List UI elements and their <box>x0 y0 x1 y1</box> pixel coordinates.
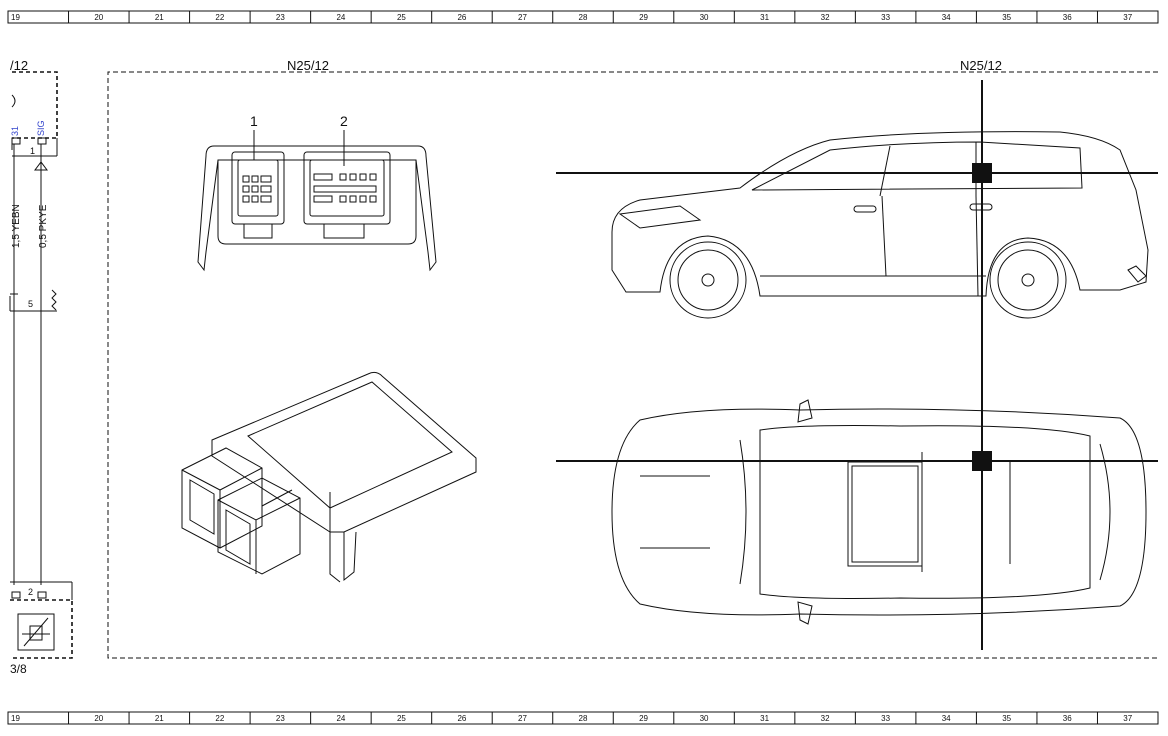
ruler-number: 34 <box>942 13 951 22</box>
ruler-number: 36 <box>1063 13 1072 22</box>
ruler-number: 20 <box>94 714 103 723</box>
ruler-number: 33 <box>881 714 890 723</box>
pin-2-label: 2 <box>28 587 33 597</box>
ruler-number: 29 <box>639 13 648 22</box>
ruler-number: 37 <box>1123 714 1132 723</box>
ruler-number: 27 <box>518 13 527 22</box>
wire-label-pkye: 0,5 PKYE <box>38 204 49 248</box>
ruler-number: 25 <box>397 714 406 723</box>
ruler-number: 27 <box>518 714 527 723</box>
connector-2-label: 2 <box>340 113 348 129</box>
ruler-number: 37 <box>1123 13 1132 22</box>
ruler-number: 21 <box>155 13 164 22</box>
wire-label-yebn: 1,5 YEBN <box>11 204 22 248</box>
ruler-number: 22 <box>215 714 224 723</box>
pin-31-label: 31 <box>10 126 20 136</box>
pin-sig-label: SIG <box>36 120 46 136</box>
pin-5-label: 5 <box>28 299 33 309</box>
ruler-number: 20 <box>94 13 103 22</box>
car-top-view <box>611 399 1147 625</box>
ruler-number: 29 <box>639 714 648 723</box>
ruler-number: 28 <box>579 13 588 22</box>
ruler-number: 35 <box>1002 13 1011 22</box>
ruler-number: 24 <box>336 13 345 22</box>
ruler-number: 36 <box>1063 714 1072 723</box>
ruler-number: 23 <box>276 714 285 723</box>
location-marker-side <box>972 163 992 183</box>
location-marker-top <box>972 451 992 471</box>
ruler-number: 35 <box>1002 714 1011 723</box>
component-frame <box>107 71 1158 659</box>
left-component-label: /12 <box>10 58 28 73</box>
ruler-number: 22 <box>215 13 224 22</box>
ruler-number: 33 <box>881 13 890 22</box>
connector-view-title: N25/12 <box>287 58 329 73</box>
connector-1-label: 1 <box>250 113 258 129</box>
ruler-number: 30 <box>700 714 709 723</box>
ruler-number: 19 <box>11 714 20 723</box>
ruler-number: 34 <box>942 714 951 723</box>
vehicle-view-title: N25/12 <box>960 58 1002 73</box>
control-unit-isometric <box>181 371 477 583</box>
bottom-ref-label: 3/8 <box>10 662 27 676</box>
top-ruler: 19 20 21 22 23 24 25 26 27 28 29 30 31 32 33 34 35 36 37 <box>7 10 1159 24</box>
ruler-number: 26 <box>457 13 466 22</box>
ruler-number: 32 <box>821 714 830 723</box>
ruler-number: 25 <box>397 13 406 22</box>
ruler-number: 24 <box>336 714 345 723</box>
ruler-number: 21 <box>155 714 164 723</box>
ruler-number: 31 <box>760 13 769 22</box>
pin-1-label: 1 <box>30 146 35 156</box>
left-circuit <box>9 71 73 659</box>
ruler-number: 26 <box>457 714 466 723</box>
car-side-view <box>611 131 1149 319</box>
ruler-number: 28 <box>579 714 588 723</box>
ruler-number: 31 <box>760 714 769 723</box>
ruler-number: 23 <box>276 13 285 22</box>
ruler-number: 30 <box>700 13 709 22</box>
ruler-number: 19 <box>11 13 20 22</box>
ruler-number: 32 <box>821 13 830 22</box>
connector-face-view <box>197 130 437 272</box>
bottom-ruler: 19 20 21 22 23 24 25 26 27 28 29 30 31 32 33 34 35 36 37 <box>7 711 1159 725</box>
location-crosshair <box>556 80 1158 650</box>
